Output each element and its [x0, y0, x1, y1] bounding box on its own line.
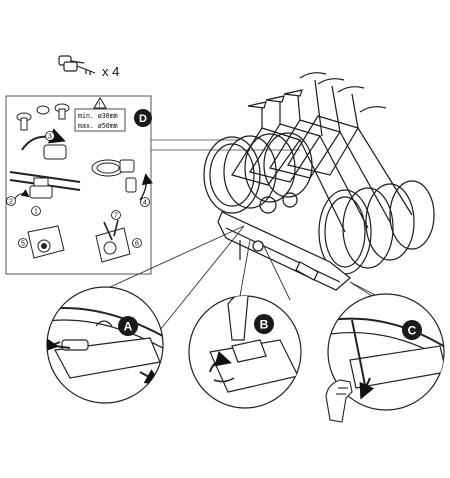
- step-marker-4: 4: [140, 197, 150, 207]
- step-marker-3: 3: [45, 131, 55, 141]
- step-5-illustration: [27, 225, 65, 259]
- bicycle-icon: [203, 72, 435, 275]
- key-quantity: x 4: [102, 64, 119, 79]
- badge-d: D: [134, 109, 152, 127]
- detail-panel: ! min. ø30mm max. ø50mm D: [5, 95, 153, 275]
- step-marker-7: 7: [111, 210, 121, 220]
- spec-box: [74, 108, 126, 132]
- step-marker-6: 6: [132, 238, 142, 248]
- step-marker-1: 1: [31, 206, 41, 216]
- svg-text:2: 2: [9, 199, 13, 206]
- svg-text:1: 1: [34, 209, 38, 216]
- step-marker-2: 2: [6, 196, 16, 206]
- spec-min: min. ø30mm: [78, 112, 118, 120]
- arrow-icon: [359, 377, 375, 400]
- badge-a: A: [118, 316, 138, 336]
- callout-c: C: [325, 293, 445, 423]
- connector-lines: [151, 139, 300, 151]
- svg-text:A: A: [124, 320, 133, 334]
- svg-text:B: B: [260, 318, 269, 332]
- clamp-knobs-illustration: [16, 103, 70, 131]
- step-marker-5: 5: [18, 238, 28, 248]
- carrier-icon: [217, 211, 351, 291]
- svg-text:!: !: [99, 102, 101, 109]
- step-3-illustration: [9, 128, 81, 191]
- step-6-7-illustration: [95, 219, 131, 263]
- svg-text:6: 6: [135, 241, 139, 248]
- callout-a: A: [46, 286, 164, 404]
- spec-max: max. ø50mm: [78, 122, 118, 130]
- svg-text:D: D: [139, 113, 147, 125]
- svg-text:4: 4: [143, 200, 147, 207]
- step-markers: 1 2 3 4 5 6 7: [6, 131, 150, 248]
- step-4-illustration: [91, 159, 153, 201]
- svg-text:5: 5: [21, 241, 25, 248]
- callout-b: B: [188, 295, 302, 409]
- svg-text:3: 3: [48, 134, 52, 141]
- badge-c: C: [402, 320, 422, 340]
- svg-text:C: C: [408, 324, 417, 338]
- warning-icon: !: [93, 97, 107, 109]
- keys-group: x 4: [58, 55, 119, 79]
- hand-icon: [325, 379, 353, 423]
- step-1-2-illustration: [13, 177, 53, 201]
- badge-b: B: [254, 314, 274, 334]
- key-icon: [58, 55, 96, 75]
- svg-text:7: 7: [114, 213, 118, 220]
